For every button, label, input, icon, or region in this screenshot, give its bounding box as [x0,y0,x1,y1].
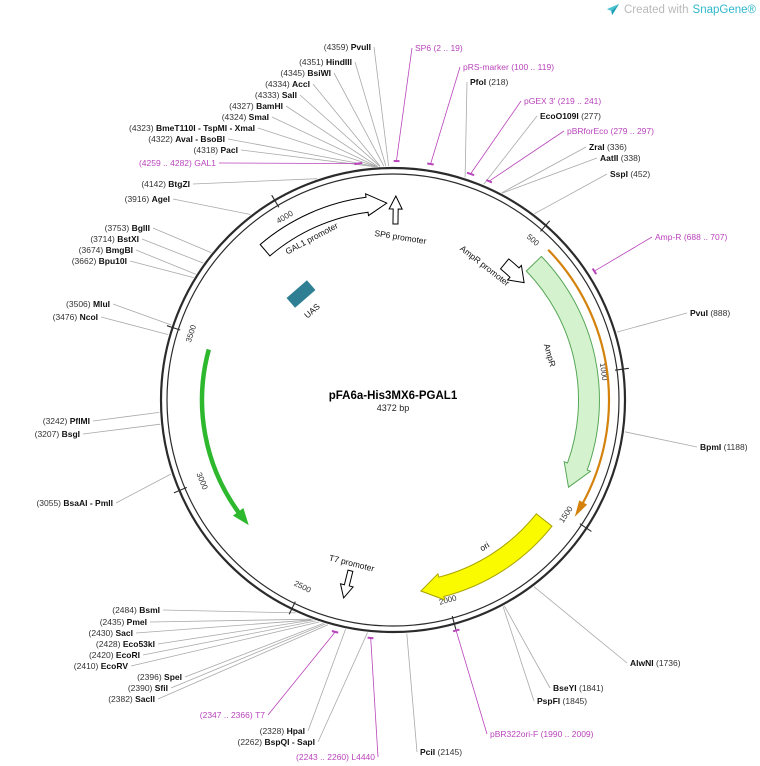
tick-label: 3000 [194,471,209,491]
callout-line [373,46,389,167]
callout-line [152,227,212,253]
callout-line [312,83,381,167]
tick-mark [540,220,551,232]
primer-mark [452,628,460,633]
callout-line [501,146,587,194]
callout-line [257,127,377,167]
callout-line [396,47,413,162]
callout-line [502,157,598,194]
tick-label: 1000 [598,362,609,381]
callout-line [430,66,461,165]
feature-arc-HIS3-marker [199,348,241,515]
snapgene-plane-icon [606,3,620,16]
tick-mark [579,523,592,532]
callout-line [616,312,688,333]
callout-line [142,620,316,656]
tick-mark [271,194,280,208]
feature-arrow-AmpR promoter [499,258,525,284]
callout-line [502,606,535,702]
callout-line [184,623,324,678]
tick-mark [173,486,188,494]
callout-line [267,631,336,716]
callout-line [172,198,251,215]
primer-mark [331,630,339,634]
callout-line [130,621,320,667]
callout-line [227,138,377,167]
tick-mark [288,601,296,615]
feature-arrow-SP6 promoter [388,194,403,225]
tick-mark [166,325,181,331]
callout-line [129,260,194,278]
callout-line [317,632,368,743]
callout-line [218,162,359,165]
backbone-outer-circle [159,166,627,634]
callout-line [92,412,160,422]
tick-label: 1500 [557,504,575,524]
watermark-created-text: Created with [623,4,689,16]
primer-mark [485,179,493,184]
callout-line [354,61,387,167]
callout-line [370,637,379,758]
plasmid-title-block: pFA6a-His3MX6-PGAL1 4372 bp [253,390,533,413]
callout-line [170,623,326,689]
callout-line [307,628,346,732]
feature-arrow-AmpR [525,255,600,489]
feature-label-SP6 promoter: SP6 promoter [374,228,428,246]
primer-mark [354,162,363,166]
callout-line [135,619,313,634]
callout-line [533,586,628,664]
plasmid-name: pFA6a-His3MX6-PGAL1 [328,390,458,402]
plasmid-length: 4372 bp [376,403,410,413]
callout-line [455,630,488,735]
callout-line [624,431,698,448]
callout-line [470,100,522,175]
callout-line [271,116,378,167]
callout-line [162,609,296,614]
callout-line [100,316,169,335]
watermark-brand-text: SnapGene® [692,4,756,16]
callout-line [534,173,608,215]
callout-line [488,130,565,182]
snapgene-watermark[interactable]: Created with SnapGene® [606,3,756,17]
backbone-inner-circle [166,173,620,627]
feature-label-T7 promoter: T7 promoter [328,553,376,574]
callout-line [192,178,318,185]
callout-line [112,303,172,326]
callout-line [299,94,381,167]
feature-arrow-GAL1 promoter [259,192,388,257]
feature-arc-AmpR-outline [547,249,611,505]
callout-line [285,105,379,167]
tick-label: 3500 [184,323,198,343]
tick-mark [451,615,457,630]
feature-label-AmpR: AmpR [542,342,558,367]
callout-line [406,633,418,753]
callout-line [115,473,172,504]
callout-line [594,236,653,272]
tick-mark [614,367,629,371]
feature-arc-head-AmpR-outline [574,500,588,517]
callout-line [333,72,385,167]
tick-label: 2500 [293,579,313,595]
callout-line [135,249,196,275]
callout-line [503,605,551,689]
callout-line [483,115,538,185]
callout-line [82,423,161,435]
feature-box-UAS [286,280,316,308]
feature-label-ori: ori [478,540,491,553]
feature-arrow-ori [420,513,553,601]
primer-mark [466,171,475,177]
feature-arrow-T7 promoter [339,569,355,600]
callout-line [157,624,329,700]
callout-line [157,619,314,645]
tick-label: 500 [525,232,541,248]
primer-mark [367,636,374,640]
callout-line [464,81,468,178]
feature-arrowhead-HIS3-marker [232,508,249,526]
callout-line [141,238,204,264]
callout-line [149,618,312,623]
feature-label-UAS: UAS [302,301,322,320]
primer-mark [427,162,434,166]
primer-mark [591,268,598,275]
